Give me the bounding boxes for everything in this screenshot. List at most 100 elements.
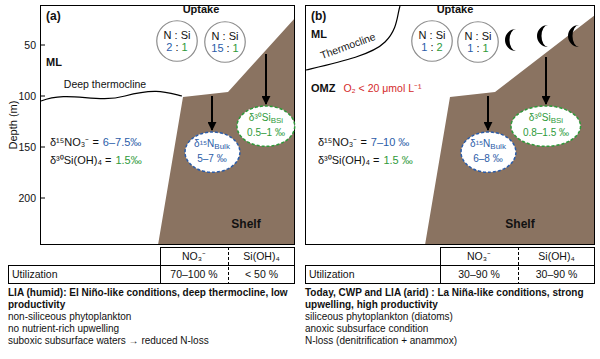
isotope-name: δ¹⁵N bbox=[194, 138, 214, 149]
text-line: N : Si bbox=[211, 30, 238, 42]
isotope-value: 6–8 ‰ bbox=[473, 153, 502, 164]
text-line: N : Si bbox=[419, 29, 446, 41]
table-grid bbox=[8, 247, 295, 284]
node-text: N : Si2:1 bbox=[164, 29, 191, 53]
zone-name: OMZ bbox=[311, 82, 335, 95]
scenario-heading: Today, CWP and LIA (arid) : La Niña-like… bbox=[305, 287, 595, 311]
ellipse-outline bbox=[185, 132, 240, 172]
isotope-label: δ¹⁵NO₃⁻ = bbox=[50, 136, 99, 149]
table-header: Si(OH)₄ bbox=[243, 250, 279, 263]
table-grid bbox=[305, 247, 595, 284]
ratio-value: 1 bbox=[233, 42, 239, 54]
scenario-note: anoxic subsurface condition bbox=[305, 323, 595, 335]
isotope-value: 1.5 ‰ bbox=[383, 154, 412, 167]
ellipse-outline bbox=[511, 106, 581, 146]
thermocline-label: Thermocline bbox=[319, 30, 378, 62]
uptake-heading: Uptake bbox=[183, 3, 220, 16]
panel-letter: (a) bbox=[46, 10, 61, 23]
scenario-note: siliceous phytoplankton (diatoms) bbox=[305, 311, 595, 323]
node-text: N : Si1:2 bbox=[419, 29, 446, 53]
isotope-label: δ³⁰Si(OH)₄ = bbox=[50, 154, 111, 167]
scenario-note: suboxic subsurface waters → reduced N-lo… bbox=[8, 335, 295, 347]
node-text: δ³⁰SiBSi0.5–1 ‰ bbox=[247, 112, 285, 139]
node-text: N : Si1:1 bbox=[465, 30, 492, 54]
axis-tick: 100 bbox=[18, 90, 36, 103]
flux-arrow bbox=[545, 57, 547, 104]
isotope-subscript: BSi bbox=[551, 116, 563, 125]
circle-outline bbox=[205, 22, 246, 63]
isotope-value: 7–10 ‰ bbox=[371, 136, 410, 149]
isotope-ellipse: δ³⁰SiBSi0.5–1 ‰ bbox=[236, 105, 296, 147]
scenario-note: non-siliceous phytoplankton bbox=[8, 311, 295, 323]
table-header: NO₃⁻ bbox=[182, 250, 206, 263]
node-text: δ¹⁵NBulk6–8 ‰ bbox=[470, 138, 506, 165]
diatom-symbol bbox=[568, 25, 579, 47]
layer-name: ML bbox=[46, 56, 62, 69]
ellipse-outline bbox=[236, 105, 296, 147]
ellipse-outline bbox=[237, 106, 295, 146]
circle-outline bbox=[157, 21, 198, 62]
ratio-value: 15 bbox=[211, 42, 223, 54]
layer-name: ML bbox=[311, 28, 327, 41]
ratio-value: 1 bbox=[483, 42, 489, 54]
text-line: 1:2 bbox=[419, 41, 446, 53]
diatom-symbol bbox=[505, 29, 516, 51]
isotope-subscript: Bulk bbox=[214, 142, 230, 151]
ratio-value: 2 bbox=[437, 41, 443, 53]
table-divider bbox=[228, 247, 229, 284]
node-text: δ³⁰SiBSi0.8–1.5 ‰ bbox=[523, 112, 569, 139]
thermocline-label: Deep thermocline bbox=[64, 78, 146, 91]
ratio-heading: N : Si bbox=[212, 30, 239, 42]
ratio-value: 1 bbox=[467, 42, 473, 54]
ratio-value: 2 bbox=[166, 41, 172, 53]
text-line: 6–8 ‰ bbox=[470, 153, 506, 165]
text-line: δ¹⁵NBulk bbox=[194, 138, 230, 153]
text-line: 0.5–1 ‰ bbox=[247, 127, 285, 139]
isotope-name: δ¹⁵N bbox=[470, 138, 490, 149]
table-cell: 70–100 % bbox=[170, 268, 217, 281]
ratio-heading: N : Si bbox=[465, 30, 492, 42]
isotope-value: 0.5–1 ‰ bbox=[247, 127, 285, 138]
table-header: Si(OH)₄ bbox=[538, 250, 574, 263]
axis-title: Depth (m) bbox=[7, 101, 20, 150]
uptake-ratio-circle: N : Si1:2 bbox=[411, 20, 453, 62]
text-line: N : Si bbox=[164, 29, 191, 41]
isotope-value: 6–7.5‰ bbox=[103, 136, 142, 149]
axis-tick: 50 bbox=[24, 39, 36, 52]
table-divider bbox=[518, 247, 519, 284]
flux-arrow bbox=[265, 54, 267, 104]
text-line: 2:1 bbox=[164, 41, 191, 53]
uptake-heading: Uptake bbox=[437, 3, 474, 16]
isotope-value: 0.8–1.5 ‰ bbox=[523, 127, 569, 138]
table-cell: < 50 % bbox=[245, 268, 278, 281]
panel-letter: (b) bbox=[311, 10, 326, 23]
uptake-ratio-circle: N : Si15:1 bbox=[204, 21, 246, 63]
scenario-note: no nutrient-rich upwelling bbox=[8, 323, 295, 335]
isotope-ellipse: δ¹⁵NBulk5–7 ‰ bbox=[184, 131, 241, 173]
ellipse-outline bbox=[510, 105, 582, 147]
text-line: 0.8–1.5 ‰ bbox=[523, 127, 569, 139]
text-line: δ¹⁵NBulk bbox=[470, 138, 506, 153]
table-header: NO₃⁻ bbox=[467, 250, 491, 263]
ratio-value: 1 bbox=[182, 41, 188, 53]
node-text: δ¹⁵NBulk5–7 ‰ bbox=[194, 138, 230, 165]
panel-frame bbox=[41, 6, 295, 245]
isotope-subscript: BSi bbox=[271, 116, 283, 125]
axis-tick: 150 bbox=[18, 141, 36, 154]
ratio-heading: N : Si bbox=[164, 29, 191, 41]
isotope-value: 1.5‰ bbox=[115, 154, 141, 167]
thermocline-line bbox=[306, 6, 400, 70]
isotope-ellipse: δ¹⁵NBulk6–8 ‰ bbox=[460, 131, 517, 173]
panel-frame bbox=[306, 6, 595, 245]
isotope-ellipse: δ³⁰SiBSi0.8–1.5 ‰ bbox=[510, 105, 582, 147]
text-line: 1:1 bbox=[465, 42, 492, 54]
text-line: 15:1 bbox=[211, 42, 238, 54]
axis-tick: 200 bbox=[18, 192, 36, 205]
diatom-symbol bbox=[537, 25, 548, 47]
flux-arrow bbox=[211, 96, 213, 130]
ratio-value: : bbox=[175, 41, 178, 53]
text-line: 5–7 ‰ bbox=[194, 153, 230, 165]
thermocline-line bbox=[41, 91, 182, 101]
uptake-ratio-circle: N : Si2:1 bbox=[156, 20, 198, 62]
